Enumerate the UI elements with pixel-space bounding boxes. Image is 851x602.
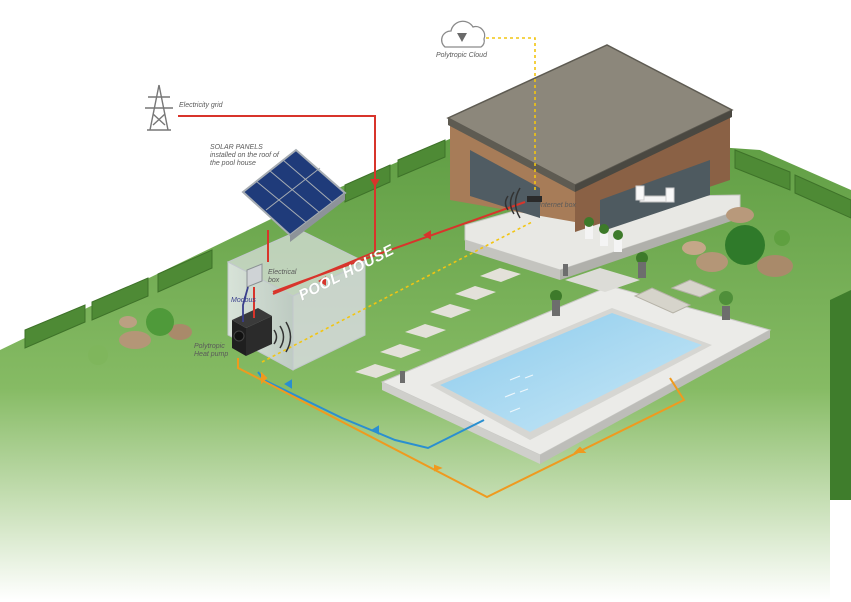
grid-label: Electricity grid xyxy=(179,102,223,109)
sun-loungers xyxy=(633,279,717,314)
internet-box xyxy=(527,196,542,202)
electric-lines xyxy=(178,115,526,318)
pylon-icon xyxy=(145,84,173,131)
wifi-icon xyxy=(504,187,521,219)
internet-box-label: Internet box xyxy=(539,202,576,209)
heat-pump xyxy=(232,308,272,356)
main-house xyxy=(446,44,741,292)
terrace-furniture xyxy=(584,185,675,252)
cloud-icon xyxy=(441,20,486,48)
pool-water xyxy=(440,313,702,432)
solar-panels xyxy=(241,148,347,242)
modbus-line xyxy=(242,286,249,322)
garden-rocks xyxy=(119,207,793,349)
hot-water-pipe xyxy=(237,358,686,499)
electrical-box-label: Electrical box xyxy=(268,269,297,284)
heat-pump-label: Polytropic Heat pump xyxy=(194,343,229,358)
solar-panels-label: SOLAR PANELS installed on the roof of th… xyxy=(210,144,279,167)
planters xyxy=(400,262,730,383)
wifi-icon xyxy=(273,321,292,353)
modbus-label: Modbus xyxy=(231,297,256,304)
electrical-box xyxy=(246,263,263,288)
garden-bushes xyxy=(88,225,790,365)
cloud-label: Polytropic Cloud xyxy=(436,52,487,59)
